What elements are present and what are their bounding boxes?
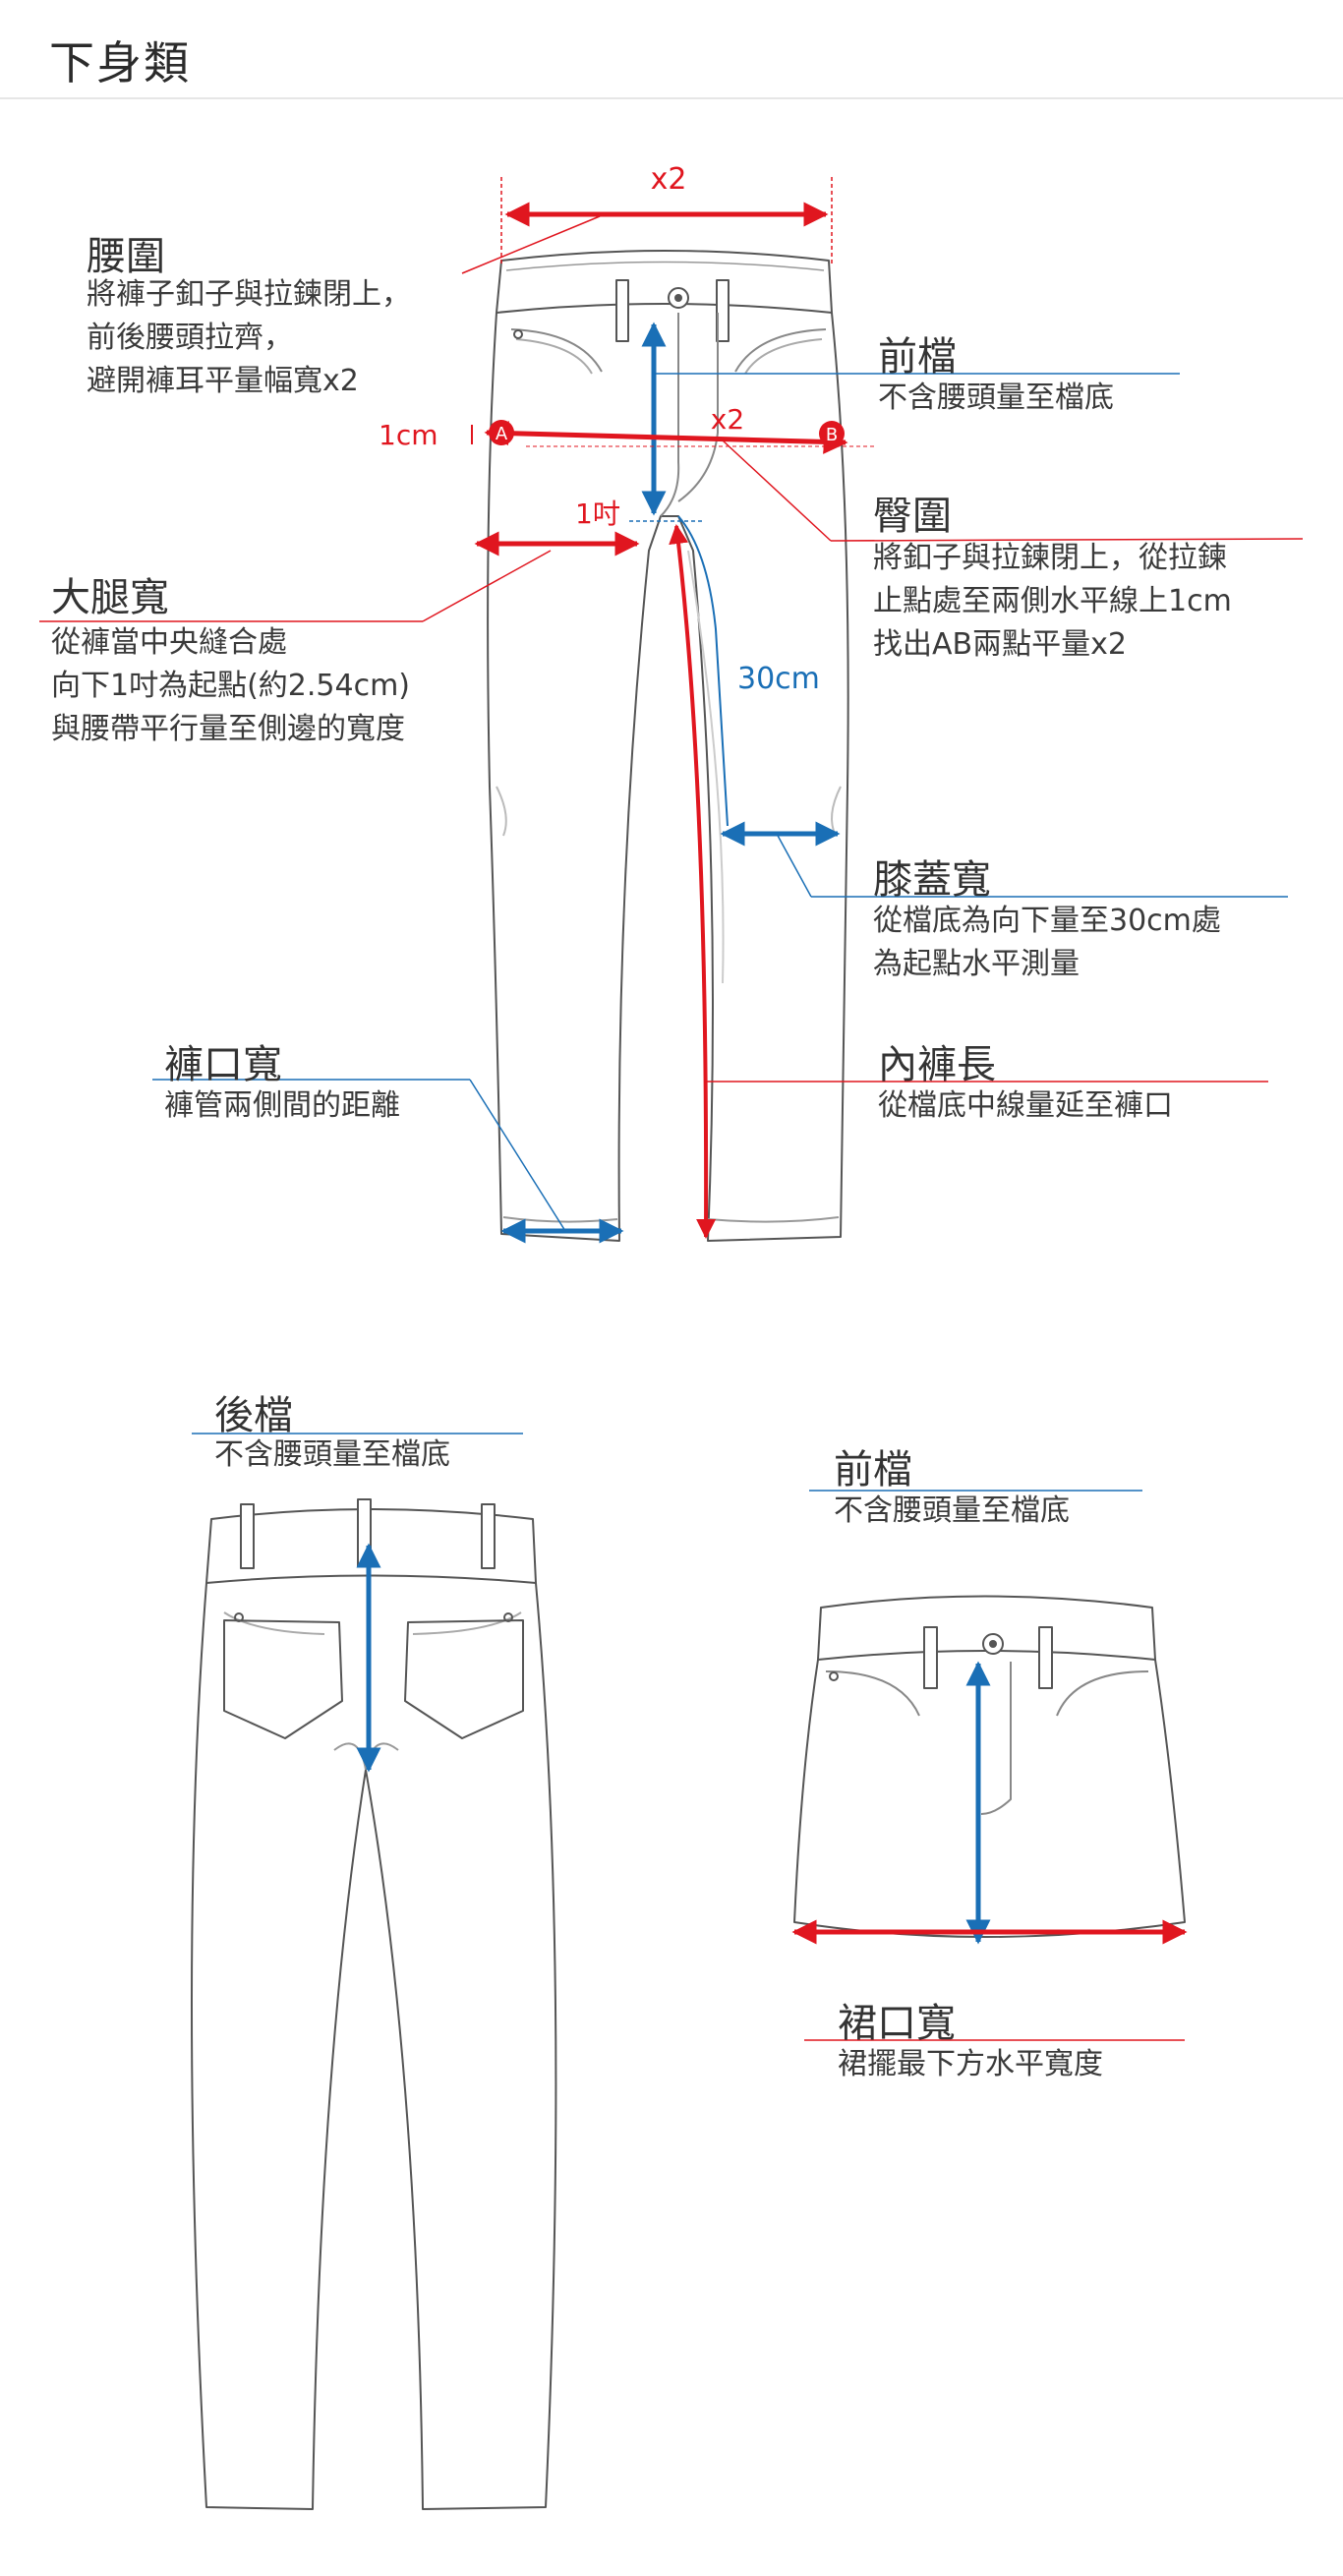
skirt-front-rise-title: 前檔 bbox=[834, 1447, 912, 1493]
skirt-front-rise-desc: 不含腰頭量至檔底 bbox=[834, 1493, 1070, 1528]
point-a-text: A bbox=[496, 424, 508, 444]
skirt-hem-desc: 裙擺最下方水平寬度 bbox=[838, 2047, 1103, 2081]
skirt-hem-title: 裙口寬 bbox=[838, 2001, 956, 2046]
page-header: 下身類 bbox=[0, 0, 1343, 99]
hip-desc: 將釦子與拉鍊閉上，從拉鍊 止點處至兩側水平線上1cm 找出AB兩點平量x2 bbox=[873, 541, 1232, 662]
knee-desc: 從檔底為向下量至30cm處 為起點水平測量 bbox=[873, 904, 1221, 981]
point-b-marker bbox=[819, 421, 845, 446]
waist-title: 腰圍 bbox=[87, 234, 165, 279]
page-title: 下身類 bbox=[49, 36, 191, 89]
point-a-marker bbox=[489, 420, 514, 445]
hip-x2-text: x2 bbox=[711, 403, 744, 436]
inseam-arrow bbox=[669, 524, 717, 1239]
inseam-title: 內褲長 bbox=[878, 1042, 996, 1087]
30cm-text: 30cm bbox=[737, 662, 820, 696]
skirt-illustration bbox=[793, 1595, 1186, 1938]
thigh-desc: 從褲當中央縫合處 向下1吋為起點(約2.54cm) 與腰帶平行量至側邊的寬度 bbox=[51, 625, 411, 746]
hip-arrow bbox=[484, 421, 848, 454]
hip-title: 臀圍 bbox=[873, 494, 952, 539]
back-rise-desc: 不含腰頭量至檔底 bbox=[214, 1437, 450, 1472]
thigh-title: 大腿寬 bbox=[51, 575, 169, 620]
front-rise-desc: 不含腰頭量至檔底 bbox=[878, 381, 1114, 415]
1cm-text: 1cm bbox=[379, 419, 438, 451]
point-b-text: B bbox=[826, 425, 838, 445]
back-rise-title: 後檔 bbox=[214, 1393, 293, 1438]
front-rise-title: 前檔 bbox=[878, 334, 957, 380]
1inch-text: 1吋 bbox=[575, 498, 620, 530]
waist-desc: 將褲子釦子與拉鍊閉上， 前後腰頭拉齊， 避開褲耳平量幅寬x2 bbox=[87, 277, 411, 398]
leg-opening-title: 褲口寬 bbox=[164, 1042, 282, 1087]
inseam-desc: 從檔底中線量延至褲口 bbox=[878, 1088, 1173, 1123]
knee-title: 膝蓋寬 bbox=[873, 857, 991, 903]
front-pants-illustration bbox=[487, 250, 849, 1242]
waist-x2-text: x2 bbox=[651, 162, 687, 197]
back-pants-illustration bbox=[191, 1498, 557, 2510]
leg-opening-desc: 褲管兩側間的距離 bbox=[164, 1088, 400, 1123]
